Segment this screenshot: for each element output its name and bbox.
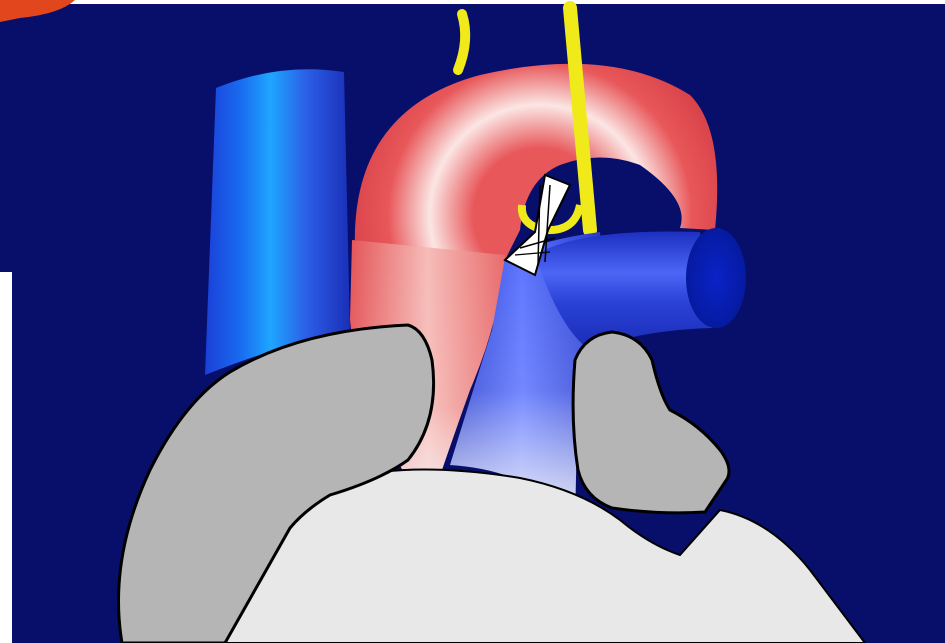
top-border xyxy=(0,0,945,4)
pulmonary-artery-opening xyxy=(686,228,746,328)
left-border-lower xyxy=(0,272,12,643)
superior-vena-cava xyxy=(205,69,350,375)
